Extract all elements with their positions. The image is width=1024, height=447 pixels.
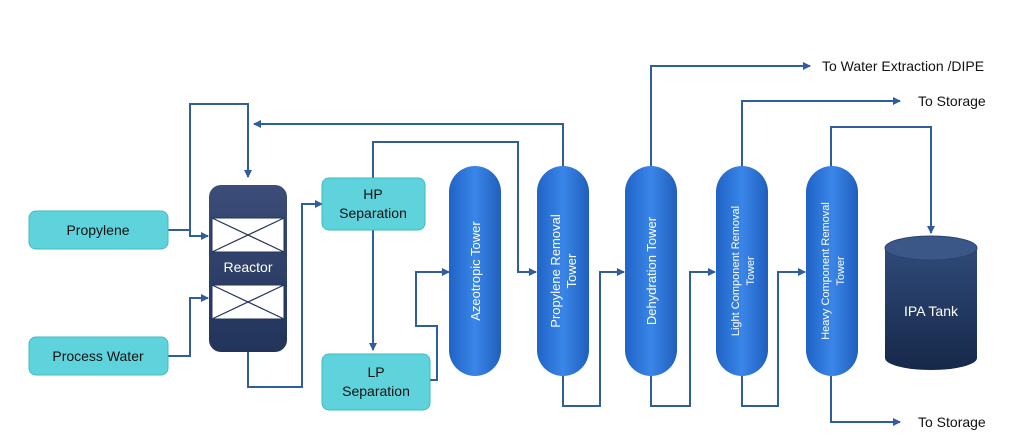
hp-separation: HP Separation [321,177,426,231]
output-storage-top: To Storage [918,93,986,109]
line-light-overhead [741,97,901,168]
line-hp-to-propylene-tower [372,141,537,276]
line-dehydration-to-light [650,268,716,407]
tower-azeotropic: Azeotropic Tower [449,166,501,376]
line-lp-to-azeotropic [415,268,450,381]
output-water-extraction: To Water Extraction /DIPE [822,58,984,74]
tower-heavy-component: Heavy Component Removal Tower [806,166,858,376]
tower-light-component: Light Component Removal Tower [716,166,768,376]
tower-dehydration-label: Dehydration Tower [644,216,659,325]
feed-propylene-label: Propylene [66,222,129,238]
line-light-to-heavy [741,268,806,407]
feed-propylene: Propylene [28,210,169,250]
tower-propylene-removal-line1: Propylene Removal [548,214,563,328]
tower-propylene-removal: Propylene Removal Tower [537,166,589,376]
hp-separation-line2: Separation [339,205,407,221]
line-propylene-to-reactor [168,229,209,240]
ipa-tank: IPA Tank [884,235,978,370]
feed-process-water: Process Water [28,336,169,376]
tower-light-component-line2: Tower [745,256,757,286]
line-propylene-recycle [253,120,564,168]
tower-propylene-removal-line2: Tower [564,253,579,288]
line-heavy-to-tank [830,126,935,234]
hp-separation-line1: HP [363,186,382,202]
ipa-tank-label: IPA Tank [904,303,959,319]
line-water-to-reactor [168,294,209,357]
lp-separation: LP Separation [321,353,431,411]
line-dehydration-overhead [650,62,811,168]
lp-separation-line1: LP [367,364,384,380]
tower-heavy-component-line1: Heavy Component Removal [820,202,832,340]
line-reactor-to-hp [247,200,323,388]
line-heavy-bottom [830,376,901,426]
feed-process-water-label: Process Water [52,348,144,364]
reactor: Reactor [209,185,287,352]
lp-separation-line2: Separation [342,383,410,399]
reactor-label: Reactor [223,259,272,275]
flow-lines [168,62,935,426]
tower-heavy-component-line2: Tower [835,256,847,286]
line-propylene-to-dehydration [562,268,625,407]
tower-dehydration: Dehydration Tower [625,166,677,376]
tower-azeotropic-label: Azeotropic Tower [468,221,483,321]
output-storage-bottom: To Storage [918,414,986,430]
tower-light-component-line1: Light Component Removal [730,206,742,336]
